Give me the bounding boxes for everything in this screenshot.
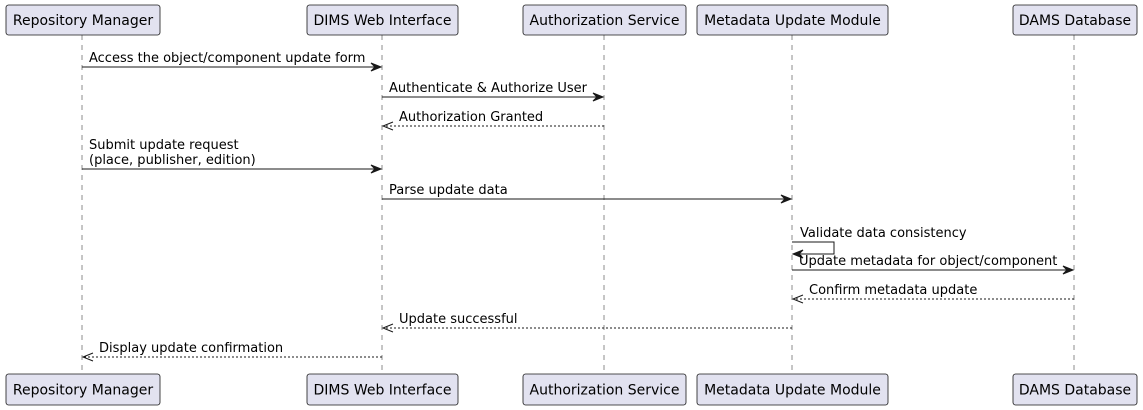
participant-rm-bottom: Repository Manager	[5, 373, 161, 406]
participant-auth-bottom: Authorization Service	[522, 373, 687, 406]
arrowhead-icon	[1062, 265, 1075, 275]
arrowhead-icon	[791, 249, 804, 259]
message-label: (place, publisher, edition)	[89, 153, 256, 168]
open-arrowhead-icon	[791, 294, 804, 304]
message-6: Validate data consistency	[791, 226, 967, 259]
message-label: Access the object/component update form	[89, 51, 365, 66]
participant-meta-bottom: Metadata Update Module	[696, 373, 889, 406]
arrowhead-icon	[780, 194, 793, 204]
message-label: Authorization Granted	[399, 110, 543, 125]
participant-box	[696, 4, 889, 36]
participant-label: Metadata Update Module	[704, 13, 881, 29]
participant-box	[1012, 4, 1138, 36]
message-label: Authenticate & Authorize User	[389, 81, 588, 96]
participant-label: DAMS Database	[1019, 383, 1131, 399]
participant-db-top: DAMS Database	[1012, 4, 1138, 36]
participant-rm-top: Repository Manager	[5, 4, 161, 36]
participant-box	[696, 373, 889, 406]
arrowhead-icon	[370, 62, 383, 72]
message-1: Access the object/component update form	[82, 51, 383, 72]
arrowhead-icon	[592, 92, 605, 102]
participant-box	[1012, 373, 1138, 406]
participant-box	[306, 4, 459, 36]
message-4: Submit update request(place, publisher, …	[82, 138, 383, 174]
participant-box	[5, 4, 161, 36]
message-2: Authenticate & Authorize User	[382, 81, 605, 102]
participant-db-bottom: DAMS Database	[1012, 373, 1138, 406]
participant-label: DAMS Database	[1019, 13, 1131, 29]
participant-label: Authorization Service	[530, 13, 680, 29]
participant-web-bottom: DIMS Web Interface	[306, 373, 459, 406]
participant-box	[522, 373, 687, 406]
participant-web-top: DIMS Web Interface	[306, 4, 459, 36]
participant-auth-top: Authorization Service	[522, 4, 687, 36]
message-9: Update successful	[381, 312, 792, 333]
participant-label: Repository Manager	[13, 383, 154, 399]
message-5: Parse update data	[382, 183, 793, 204]
message-label: Submit update request	[89, 138, 239, 153]
open-arrowhead-icon	[81, 352, 94, 362]
message-line	[792, 241, 835, 255]
participant-box	[522, 4, 687, 36]
message-label: Display update confirmation	[99, 341, 283, 356]
participant-meta-top: Metadata Update Module	[696, 4, 889, 36]
message-label: Validate data consistency	[800, 226, 967, 241]
message-8: Confirm metadata update	[791, 283, 1074, 304]
participant-label: Repository Manager	[13, 13, 154, 29]
participant-box	[306, 373, 459, 406]
participant-label: DIMS Web Interface	[314, 383, 452, 399]
open-arrowhead-icon	[381, 121, 394, 131]
arrowhead-icon	[370, 164, 383, 174]
message-10: Display update confirmation	[81, 341, 382, 362]
message-label: Parse update data	[389, 183, 508, 198]
message-label: Update successful	[399, 312, 518, 327]
participant-label: Metadata Update Module	[704, 383, 881, 399]
participant-box	[5, 373, 161, 406]
participant-label: DIMS Web Interface	[314, 13, 452, 29]
message-label: Update metadata for object/component	[799, 254, 1057, 269]
participant-label: Authorization Service	[530, 383, 680, 399]
message-label: Confirm metadata update	[809, 283, 977, 298]
open-arrowhead-icon	[381, 323, 394, 333]
message-3: Authorization Granted	[381, 110, 604, 131]
message-7: Update metadata for object/component	[792, 254, 1075, 275]
